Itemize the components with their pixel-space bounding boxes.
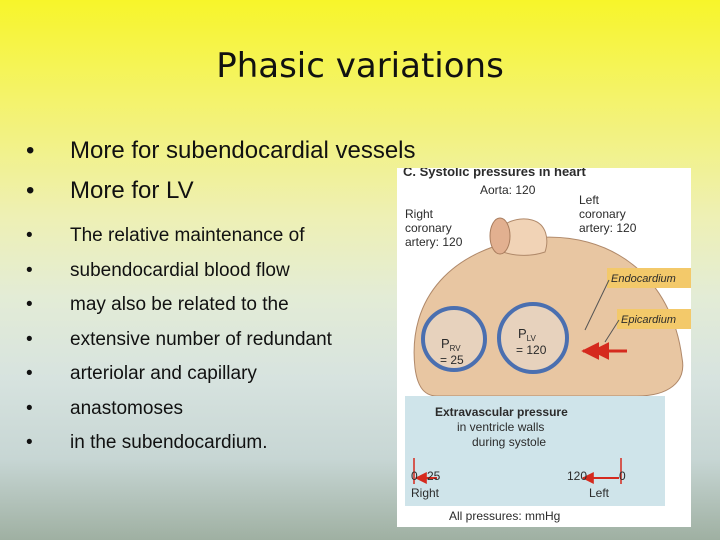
prv-sub: RV	[450, 344, 462, 353]
endocardium-callout	[607, 268, 691, 288]
bullet-item: may also be related to the	[26, 291, 332, 326]
bullet-item: The relative maintenance of	[26, 222, 332, 257]
scale-right-label: Right	[411, 486, 440, 500]
rv-ring	[421, 306, 487, 372]
epicardium-callout	[617, 309, 691, 329]
right-coronary-line-2: coronary	[405, 221, 452, 235]
right-coronary-line-1: Right	[405, 207, 434, 221]
bullet-item: arteriolar and capillary	[26, 360, 332, 395]
heart-pressure-figure: C. Systolic pressures in heart Aorta: 12…	[397, 168, 691, 527]
extravascular-line-2: in ventricle walls	[457, 420, 544, 434]
extravascular-line-3: during systole	[472, 435, 546, 449]
plv-p: P	[518, 326, 527, 341]
aorta-ostium	[489, 217, 511, 255]
bullet-item: in the subendocardium.	[26, 429, 332, 464]
figure-heading: C. Systolic pressures in heart	[403, 168, 586, 179]
scale-right-0: 0	[411, 469, 418, 483]
prv-label: PRV	[441, 336, 461, 353]
left-coronary-line-1: Left	[579, 193, 600, 207]
extravascular-box	[405, 396, 665, 506]
bullet-item: More for LV	[26, 173, 416, 213]
epicardium-label: Epicardium	[621, 314, 676, 326]
scale-left-0: 0	[619, 469, 626, 483]
scale-right-25: 25	[427, 469, 441, 483]
bullet-item: extensive number of redundant	[26, 326, 332, 361]
epicardium-leader	[604, 319, 620, 343]
endocardium-leader	[584, 279, 610, 331]
units-label: All pressures: mmHg	[449, 509, 560, 523]
bullet-item: More for subendocardial vessels	[26, 133, 416, 173]
aorta-label: Aorta: 120	[480, 183, 536, 197]
extravascular-line-1: Extravascular pressure	[435, 405, 568, 419]
left-coronary-line-3: artery: 120	[579, 221, 637, 235]
slide-title: Phasic variations	[216, 46, 504, 86]
plv-label: PLV	[518, 326, 537, 343]
prv-p: P	[441, 336, 450, 351]
plv-sub: LV	[527, 334, 537, 343]
lv-ring	[497, 302, 569, 374]
scale-left-120: 120	[567, 469, 587, 483]
plv-value: = 120	[516, 343, 547, 357]
endocardium-label: Endocardium	[611, 273, 676, 285]
bullet-item: anastomoses	[26, 395, 332, 430]
prv-value: = 25	[440, 353, 464, 367]
right-coronary-line-3: artery: 120	[405, 235, 463, 249]
left-coronary-line-2: coronary	[579, 207, 626, 221]
heart-pressure-diagram: C. Systolic pressures in heart Aorta: 12…	[403, 168, 691, 523]
main-bullet-list: More for subendocardial vessels More for…	[26, 133, 416, 213]
detail-bullet-list: The relative maintenance of subendocardi…	[26, 222, 332, 464]
scale-left-label: Left	[589, 486, 610, 500]
bullet-item: subendocardial blood flow	[26, 257, 332, 292]
